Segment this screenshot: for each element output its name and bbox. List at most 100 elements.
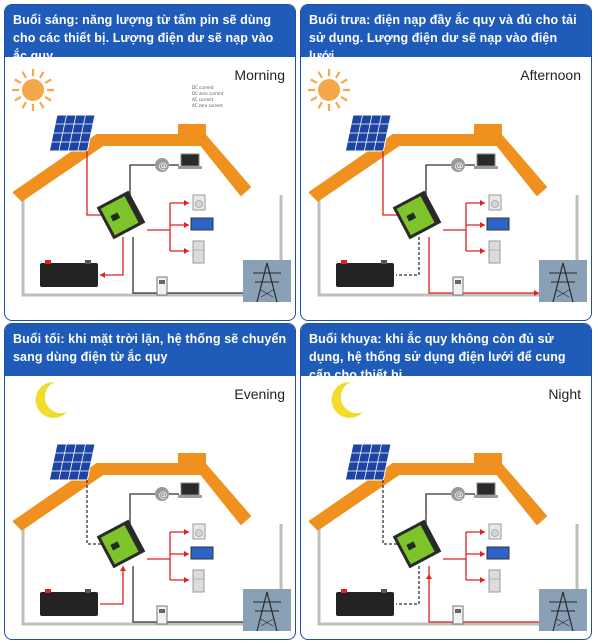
battery-line	[396, 237, 420, 276]
scene-diagram: @	[12, 381, 291, 632]
inverter-face	[100, 525, 139, 565]
sun-ray	[310, 78, 318, 84]
legend-item: DC current	[192, 85, 214, 90]
sun-ray	[44, 96, 52, 102]
sun-icon	[308, 69, 350, 111]
internet-line	[129, 493, 155, 529]
battery-icon	[336, 589, 394, 616]
legend-item: DC zero current	[192, 91, 224, 96]
scene-diagram: @	[308, 69, 587, 303]
arrow-head	[100, 272, 105, 278]
battery-terminal	[381, 260, 387, 264]
internet-icon	[155, 158, 169, 172]
pv-line	[382, 480, 406, 545]
battery-line	[100, 237, 124, 276]
inverter-display	[110, 541, 121, 551]
meter-body	[156, 276, 168, 296]
arrow-head	[184, 200, 189, 206]
house-roof	[12, 124, 251, 202]
fridge-icon	[488, 240, 501, 264]
battery-terminal	[381, 589, 387, 593]
battery-icon	[336, 260, 394, 287]
sun-ray	[340, 78, 348, 84]
battery-body	[336, 263, 394, 287]
tv-icon	[486, 217, 510, 231]
arrow-head	[184, 551, 189, 557]
meter-icon	[452, 605, 464, 625]
scene-group: @	[12, 114, 291, 303]
tower-sky	[243, 589, 291, 631]
internet-icon	[451, 487, 465, 501]
sun-icon	[12, 69, 54, 111]
arrow-head	[184, 248, 189, 254]
solar-panel-grid	[363, 444, 373, 480]
inverter-icon	[392, 190, 442, 240]
scene-group: @	[308, 114, 587, 303]
scene-group: @	[12, 443, 291, 632]
arrow-head	[184, 577, 189, 583]
battery-terminal	[45, 589, 51, 593]
internet-icon-glyph: @	[159, 162, 168, 172]
sun-ray	[21, 71, 27, 79]
moon-icon	[331, 381, 363, 418]
battery-line	[100, 566, 124, 605]
sun-ray	[317, 101, 323, 109]
arrow-head	[534, 290, 539, 296]
meter-display	[159, 609, 165, 613]
laptop-screen	[180, 482, 200, 496]
tower-sky	[243, 260, 291, 302]
laptop-base	[474, 495, 498, 498]
grid-line-a	[132, 566, 157, 623]
laptop-base	[178, 495, 202, 498]
grid-line-a	[428, 237, 453, 294]
grid-line-a	[132, 237, 157, 294]
arrow-head	[480, 200, 485, 206]
tower-brace	[556, 618, 570, 627]
arrow-head	[120, 566, 126, 571]
house-wall	[317, 195, 579, 297]
solar-panel-grid	[77, 444, 86, 480]
legend-item: AC zero current	[192, 103, 223, 108]
arrow-head	[426, 574, 432, 579]
inverter-display	[110, 212, 121, 222]
sun-disc	[318, 79, 340, 101]
scene-diagram: @	[12, 69, 291, 303]
battery-body	[40, 592, 98, 616]
house-wall	[21, 195, 283, 297]
sun-ray	[39, 101, 45, 109]
washer-drum	[491, 529, 499, 537]
meter-display	[455, 609, 461, 613]
power-tower-icon	[243, 589, 291, 632]
sun-ray	[335, 101, 341, 109]
fridge-icon	[192, 569, 205, 593]
moon-icon	[35, 381, 67, 418]
battery-icon	[40, 589, 98, 616]
power-tower-icon	[243, 260, 291, 303]
solar-panel-grid	[373, 444, 382, 480]
tv-icon	[486, 546, 510, 560]
inverter-display	[406, 212, 417, 222]
washer-drum	[195, 529, 203, 537]
arrow-head	[480, 248, 485, 254]
solar-panel-icon	[344, 114, 392, 152]
meter-display	[455, 280, 461, 284]
inverter-icon	[96, 190, 146, 240]
laptop-icon	[178, 153, 202, 169]
battery-body	[40, 263, 98, 287]
laptop-screen	[180, 153, 200, 167]
laptop-icon	[474, 153, 498, 169]
sun-ray	[14, 96, 22, 102]
legend-item: AC current	[192, 97, 214, 102]
time-label: Afternoon	[520, 67, 581, 83]
washer-drum	[195, 200, 203, 208]
solar-panel-icon	[48, 443, 96, 481]
internet-line	[425, 164, 451, 200]
sun-ray	[39, 71, 45, 79]
battery-terminal	[85, 589, 91, 593]
caption-banner: Buổi tối: khi mặt trời lặn, hệ thống sẽ …	[5, 324, 295, 376]
house-roof	[12, 453, 251, 531]
house-roof	[308, 124, 547, 202]
panel-evening: Buổi tối: khi mặt trời lặn, hệ thống sẽ …	[4, 323, 296, 640]
meter-body	[452, 605, 464, 625]
arrow-head	[184, 222, 189, 228]
